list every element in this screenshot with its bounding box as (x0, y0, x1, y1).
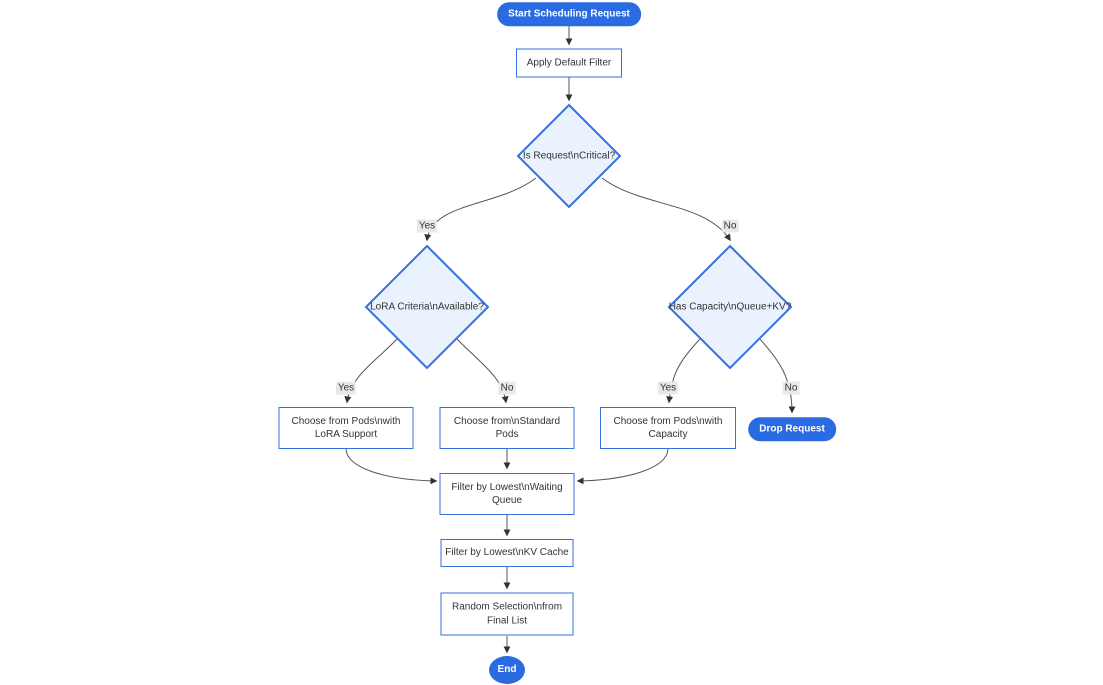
decision-lora-available-label: LoRA Criteria\nAvailable? (370, 301, 484, 313)
node-end-label: End (497, 664, 517, 676)
node-random-selection-line1: Random Selection\nfrom (451, 601, 563, 613)
node-apply-default-filter: Apply Default Filter (516, 48, 622, 78)
node-drop-request-label: Drop Request (759, 423, 825, 435)
node-choose-pods-lora-line1: Choose from Pods\nwith (291, 415, 401, 427)
node-choose-pods-lora-line2: LoRA Support (314, 429, 378, 440)
edge-capacity-no (758, 337, 796, 414)
decision-has-capacity-shape (667, 244, 793, 370)
edge-label-critical-yes: Yes (416, 219, 438, 233)
edge-lora-yes (344, 337, 399, 404)
edge-label-lora-no: No (498, 381, 516, 395)
edge-label-capacity-yes: Yes (657, 381, 679, 395)
node-choose-pods-lora: Choose from Pods\nwith LoRA Support (278, 407, 414, 449)
edge-lora-no (455, 337, 509, 404)
edge-critical-no (601, 177, 731, 242)
edge-choosecapacity-to-filterqueue (576, 448, 669, 485)
decision-has-capacity-label: Has Capacity\nQueue+KV? (668, 301, 792, 313)
edge-critical-yes (424, 177, 537, 242)
node-choose-standard-pods: Choose from\nStandard Pods (439, 407, 575, 449)
node-start-label: Start Scheduling Request (508, 8, 630, 20)
node-filter-waiting-queue-line2: Queue (491, 495, 523, 506)
node-filter-waiting-queue-line1: Filter by Lowest\nWaiting (451, 481, 563, 493)
node-filter-waiting-queue: Filter by Lowest\nWaiting Queue (439, 473, 575, 515)
node-start: Start Scheduling Request (497, 2, 641, 26)
edge-label-lora-yes: Yes (335, 381, 357, 395)
node-choose-pods-capacity: Choose from Pods\nwith Capacity (600, 407, 736, 449)
node-choose-standard-pods-line2: Pods (495, 429, 519, 440)
node-filter-kv-cache: Filter by Lowest\nKV Cache (440, 539, 574, 567)
decision-is-request-critical-shape (516, 103, 622, 209)
node-end: End (489, 656, 525, 684)
decision-lora-available-shape (364, 244, 490, 370)
node-choose-standard-pods-line1: Choose from\nStandard (453, 415, 561, 427)
node-drop-request: Drop Request (748, 417, 836, 441)
node-apply-default-filter-label: Apply Default Filter (526, 57, 612, 69)
edge-chooselora-to-filterqueue (345, 448, 438, 485)
node-choose-pods-capacity-line2: Capacity (648, 429, 688, 440)
node-random-selection: Random Selection\nfrom Final List (440, 592, 574, 636)
decision-is-request-critical-label: Is Request\nCritical? (522, 150, 616, 162)
node-choose-pods-capacity-line1: Choose from Pods\nwith (613, 415, 723, 427)
node-filter-kv-cache-label: Filter by Lowest\nKV Cache (445, 547, 569, 559)
edge-label-critical-no: No (721, 219, 739, 233)
edge-capacity-yes (666, 337, 702, 404)
node-random-selection-line2: Final List (486, 615, 527, 626)
edge-label-capacity-no: No (782, 381, 800, 395)
